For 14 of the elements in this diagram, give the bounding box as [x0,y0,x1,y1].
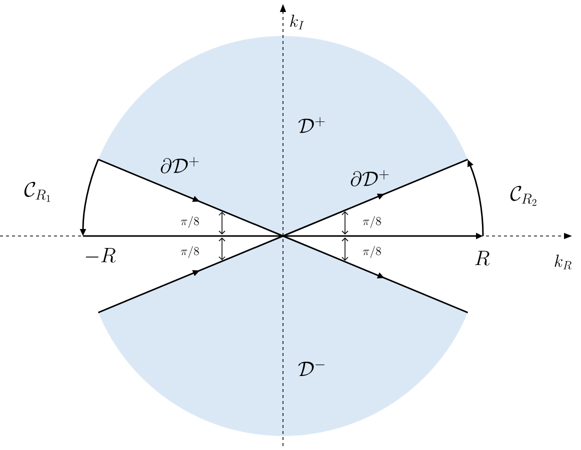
point-label: $R$ [475,250,490,266]
contour-label: $\partial\mathcal{D}^{+}$ [160,157,199,174]
axis-label: $k_{R}$ [554,254,572,270]
arc-label: $\mathcal{C}_{R_{1}}$ [24,182,50,202]
arc-label: $\mathcal{C}_{R_{2}}$ [510,186,536,206]
region-label: $\mathcal{D}^{-}$ [298,362,324,376]
angle-label: $\pi/8$ [362,246,381,258]
region-label: $\mathcal{D}^{+}$ [298,117,325,133]
point-label: $-R$ [86,248,116,263]
angle-label: $\pi/8$ [180,216,199,228]
contour-label: $\partial\mathcal{D}^{+}$ [350,170,389,186]
angle-label: $\pi/8$ [180,246,199,258]
angle-label: $\pi/8$ [362,216,381,228]
axis-label: $k_{I}$ [290,14,304,30]
